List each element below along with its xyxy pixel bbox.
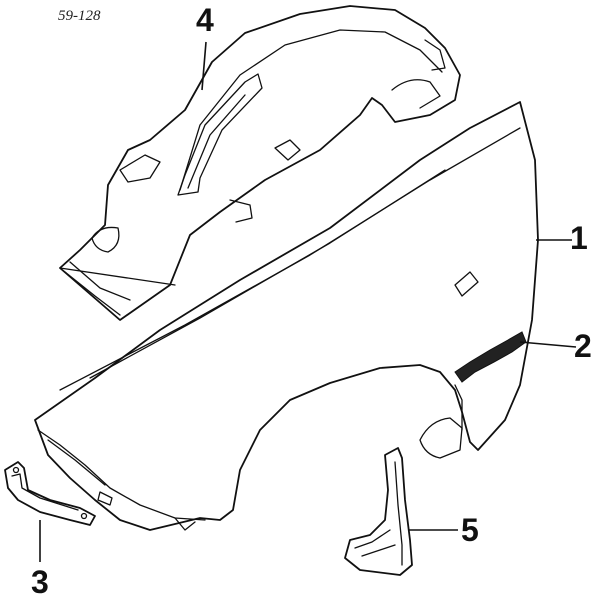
callout-5: 5: [461, 512, 479, 548]
reference-code: 59-128: [58, 8, 101, 24]
callout-2: 2: [574, 328, 592, 364]
callout-4: 4: [196, 2, 214, 38]
callout-1: 1: [570, 220, 588, 256]
callout-3: 3: [31, 564, 49, 600]
part-4-fender-liner: [59, 5, 461, 321]
part-5-mud-flap: [344, 447, 413, 576]
part-1-front-fender: [34, 101, 539, 531]
leader-2: [519, 341, 577, 348]
leader-4: [201, 41, 207, 91]
part-3-bracket: [4, 461, 96, 526]
